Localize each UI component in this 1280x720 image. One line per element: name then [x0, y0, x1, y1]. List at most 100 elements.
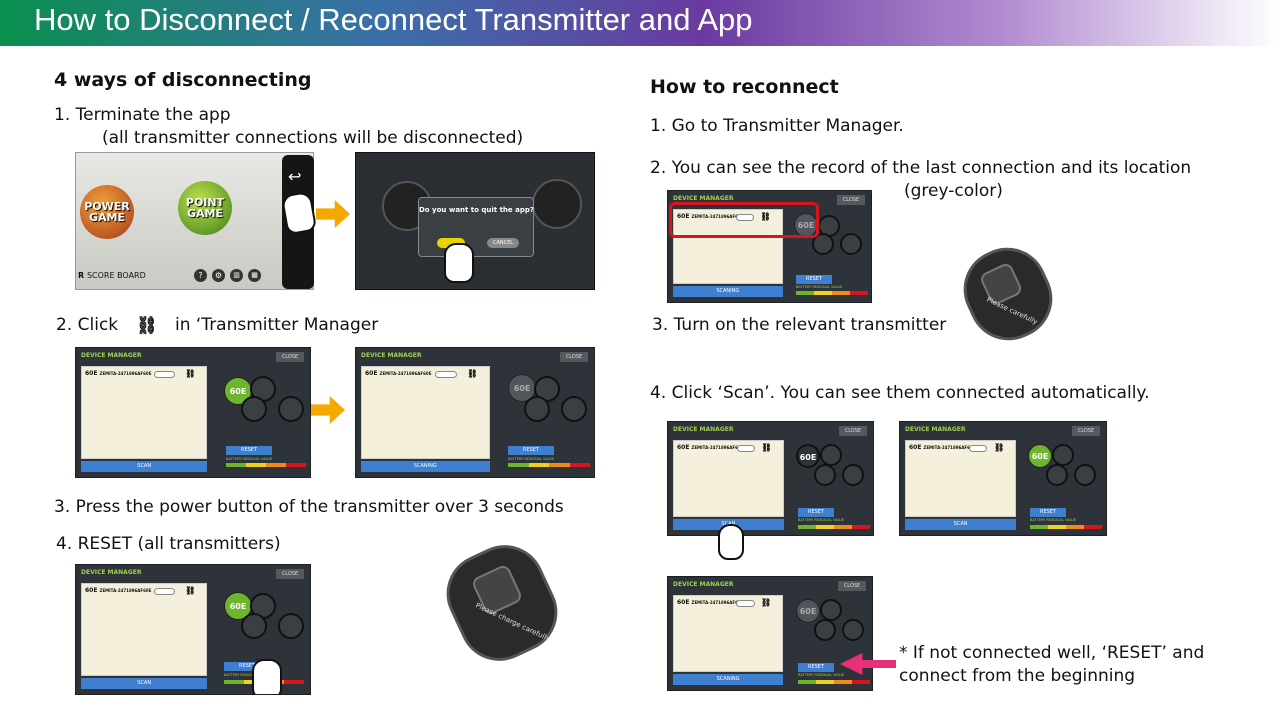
dm-device-row[interactable]: 60E ZEMITA-2471896AF60E⛓ [909, 443, 1005, 452]
dm-device-list: 60E ZEMITA-2471896AF60E⛓ [673, 440, 784, 517]
link-icon[interactable]: ⛓ [761, 598, 772, 607]
dm-device-list: 60E ZEMITA-2471896AF60E⛓ [81, 583, 208, 676]
dm-slot [1052, 444, 1074, 466]
dm-scan-button[interactable]: SCAN [81, 461, 208, 472]
dm-device-row[interactable]: 60E ZEMITA-2471896AF60E⛓ [365, 369, 478, 378]
quit-cancel-button[interactable]: CANCEL [487, 238, 519, 248]
link-icon[interactable]: ⛓ [760, 212, 771, 221]
dm-slot [814, 619, 836, 641]
left-step3: 3. Press the power button of the transmi… [54, 497, 564, 517]
transmitter-label: Please carefully [985, 295, 1039, 327]
dm-slot [820, 599, 842, 621]
dm-close-button[interactable]: CLOSE [276, 569, 304, 579]
arrow-right-icon [316, 200, 350, 228]
dm-device-list: 60E ZEMITA-2471896AF60E⛓ [673, 595, 784, 672]
right-step2: 2. You can see the record of the last co… [650, 158, 1192, 178]
dm-scanning-button[interactable]: SCANING [361, 461, 490, 472]
dm-battery-label: BATTERY RESIDUAL VALUE [796, 285, 843, 289]
dm-battery-label: BATTERY RESIDUAL VALUE [224, 673, 271, 677]
back-icon: ↩ [288, 167, 302, 186]
dm-slot [1046, 464, 1068, 486]
left-heading: 4 ways of disconnecting [54, 69, 312, 91]
quit-dialog-screenshot: Do you want to quit the app? CANCEL [355, 152, 595, 290]
dm-node-grey: 60E [796, 599, 820, 623]
transmitter-button [978, 261, 1024, 307]
dm-reset-button[interactable]: RESET [224, 662, 270, 671]
power-game-ball: POWER GAME [80, 185, 134, 239]
dm-close-button[interactable]: CLOSE [839, 426, 867, 436]
dm-close-button[interactable]: CLOSE [1072, 426, 1100, 436]
left-step2-post: in ‘Transmitter Manager [175, 315, 379, 335]
dm-close-button[interactable]: CLOSE [276, 352, 304, 362]
dm-device-row[interactable]: 60E ZEMITA-2471896AF60E⛓ [85, 586, 196, 595]
dm-slot [241, 396, 267, 422]
link-icon[interactable]: ⛓ [467, 369, 478, 378]
dm-close-button[interactable]: CLOSE [838, 581, 866, 591]
dm-close-button[interactable]: CLOSE [837, 195, 865, 205]
dm-reset-button[interactable]: RESET [798, 663, 834, 672]
dm-battery-bar [508, 463, 590, 467]
dm-reset-button[interactable]: RESET [1030, 508, 1066, 517]
dm-device-row[interactable]: 60E ZEMITA-2471896AF60E⛓ [677, 443, 772, 452]
dm-slot [524, 396, 550, 422]
dm-reset-button[interactable]: RESET [226, 446, 272, 455]
left-step1-note: (all transmitter connections will be dis… [102, 128, 524, 148]
dm-scan-button[interactable]: SCAN [81, 678, 208, 689]
dm-scan-button[interactable]: SCAN [905, 519, 1017, 530]
device-manager-reset: DEVICE MANAGER CLOSE 60E ZEMITA-2471896A… [75, 564, 311, 695]
dm-close-button[interactable]: CLOSE [560, 352, 588, 362]
dm-battery-bar [226, 463, 306, 467]
dm-slot [812, 233, 834, 255]
dm-node-connected: 60E [1028, 444, 1052, 468]
dm-battery-label: BATTERY RESIDUAL VALUE [508, 457, 555, 461]
right-note-line1: * If not connected well, ‘RESET’ and [899, 643, 1205, 663]
app-home-screenshot: POWER GAME POINT GAME R SCORE BOARD ? ⚙ … [75, 152, 318, 290]
dm-device-row[interactable]: 60E ZEMITA-2471896AF60E⛓ [677, 598, 772, 607]
app-toolbar: ? ⚙ ▥ ▦ [194, 269, 261, 282]
dm-slot [840, 233, 862, 255]
dm-slot [278, 396, 304, 422]
link-icon[interactable]: ⛓ [994, 443, 1005, 452]
dm-scanning-button[interactable]: SCANING [673, 674, 784, 685]
pointer-hand-icon [252, 659, 282, 694]
dm-slot [842, 619, 864, 641]
dm-header: DEVICE MANAGER [361, 352, 422, 359]
dm-reset-button[interactable]: RESET [798, 508, 834, 517]
link-icon[interactable]: ⛓ [185, 369, 196, 378]
transmitter-device-image: Please carefully [950, 234, 1066, 354]
dm-header: DEVICE MANAGER [673, 195, 734, 202]
link-icon[interactable]: ⛓ [185, 586, 196, 595]
right-step2-note: (grey-color) [904, 181, 1003, 201]
pointer-hand-icon [718, 524, 744, 560]
left-step2-pre: 2. Click [56, 315, 119, 335]
dm-battery-label: BATTERY RESIDUAL VALUE [226, 457, 273, 461]
link-icon[interactable]: ⛓ [761, 443, 772, 452]
dm-reset-button[interactable]: RESET [508, 446, 554, 455]
transmitter-label: Please charge carefully [474, 601, 552, 644]
device-manager-scan: DEVICE MANAGER CLOSE 60E ZEMITA-2471896A… [667, 421, 874, 536]
grid-icon: ▦ [248, 269, 261, 282]
right-note-line2: connect from the beginning [899, 666, 1136, 686]
dm-device-row[interactable]: 60E ZEMITA-2471896AF60E⛓ [677, 212, 771, 221]
dm-header: DEVICE MANAGER [81, 569, 142, 576]
dm-header: DEVICE MANAGER [81, 352, 142, 359]
dm-slot [1074, 464, 1096, 486]
dm-scanning-button[interactable]: SCANING [673, 286, 783, 297]
dm-slot [241, 613, 267, 639]
dm-device-list: 60E ZEMITA-2471896AF60E⛓ [361, 366, 490, 459]
title-banner [0, 0, 1280, 46]
dm-reset-button[interactable]: RESET [796, 275, 832, 284]
point-game-ball: POINT GAME [178, 181, 232, 235]
dm-device-row[interactable]: 60E ZEMITA-2471896AF60E⛓ [85, 369, 196, 378]
help-icon: ? [194, 269, 207, 282]
score-board-label: R SCORE BOARD [78, 271, 146, 280]
dm-slot [814, 464, 836, 486]
page-title: How to Disconnect / Reconnect Transmitte… [34, 2, 753, 37]
dm-header: DEVICE MANAGER [905, 426, 966, 433]
device-manager-last-record: DEVICE MANAGER CLOSE 60E ZEMITA-2471896A… [667, 190, 872, 303]
device-manager-auto-connected: DEVICE MANAGER CLOSE 60E ZEMITA-2471896A… [899, 421, 1107, 536]
dm-battery-label: BATTERY RESIDUAL VALUE [1030, 518, 1077, 522]
right-step3: 3. Turn on the relevant transmitter [652, 315, 947, 335]
left-step1: 1. Terminate the app [54, 105, 231, 125]
dm-header: DEVICE MANAGER [673, 581, 734, 588]
